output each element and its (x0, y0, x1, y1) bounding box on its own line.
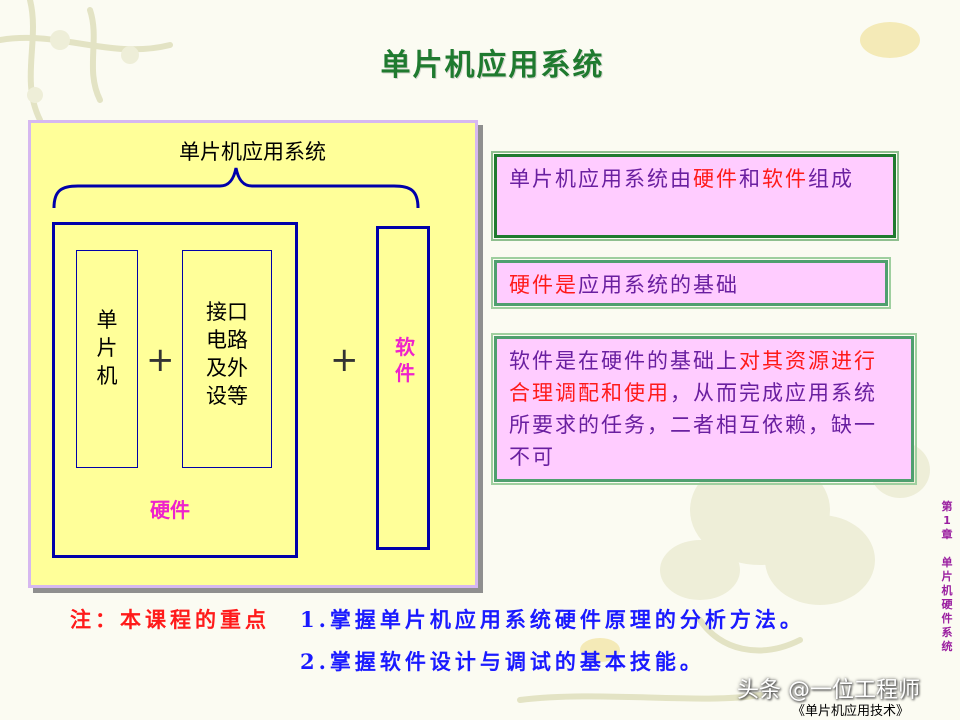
plus-sign: + (146, 340, 175, 380)
info-box-hardware-basis: 硬件是应用系统的基础 (491, 257, 891, 309)
mcu-label: 单 片 机 (96, 308, 118, 388)
software-label: 软 件 (395, 335, 415, 385)
mcu-box (76, 250, 138, 468)
hardware-box (52, 222, 298, 558)
plus-sign: + (330, 340, 359, 380)
software-box (376, 226, 430, 550)
info-box-composition: 单片机应用系统由硬件和软件组成 (491, 151, 899, 241)
side-chapter-label: 第 1 章 单 片 机 硬 件 系 统 (941, 500, 953, 653)
hardware-label: 硬件 (150, 498, 190, 522)
slide-title: 单片机应用系统 (380, 48, 605, 83)
note-line: 1.掌握单片机应用系统硬件原理的分析方法。 (300, 607, 805, 632)
info-box-software-role: 软件是在硬件的基础上对其资源进行合理调配和使用，从而完成应用系统所要求的任务，二… (491, 333, 917, 485)
book-title: 《单片机应用技术》 (792, 704, 910, 719)
note-line: 2.掌握软件设计与调试的基本技能。 (300, 649, 705, 674)
peripheral-label: 接口 电路 及外 设等 (206, 300, 248, 408)
watermark: 头条 @一位工程师 (737, 678, 920, 703)
curly-brace-icon (52, 167, 420, 209)
peripheral-box (182, 250, 272, 468)
system-label: 单片机应用系统 (179, 140, 326, 164)
note-label: 注：本课程的重点 (70, 607, 270, 632)
